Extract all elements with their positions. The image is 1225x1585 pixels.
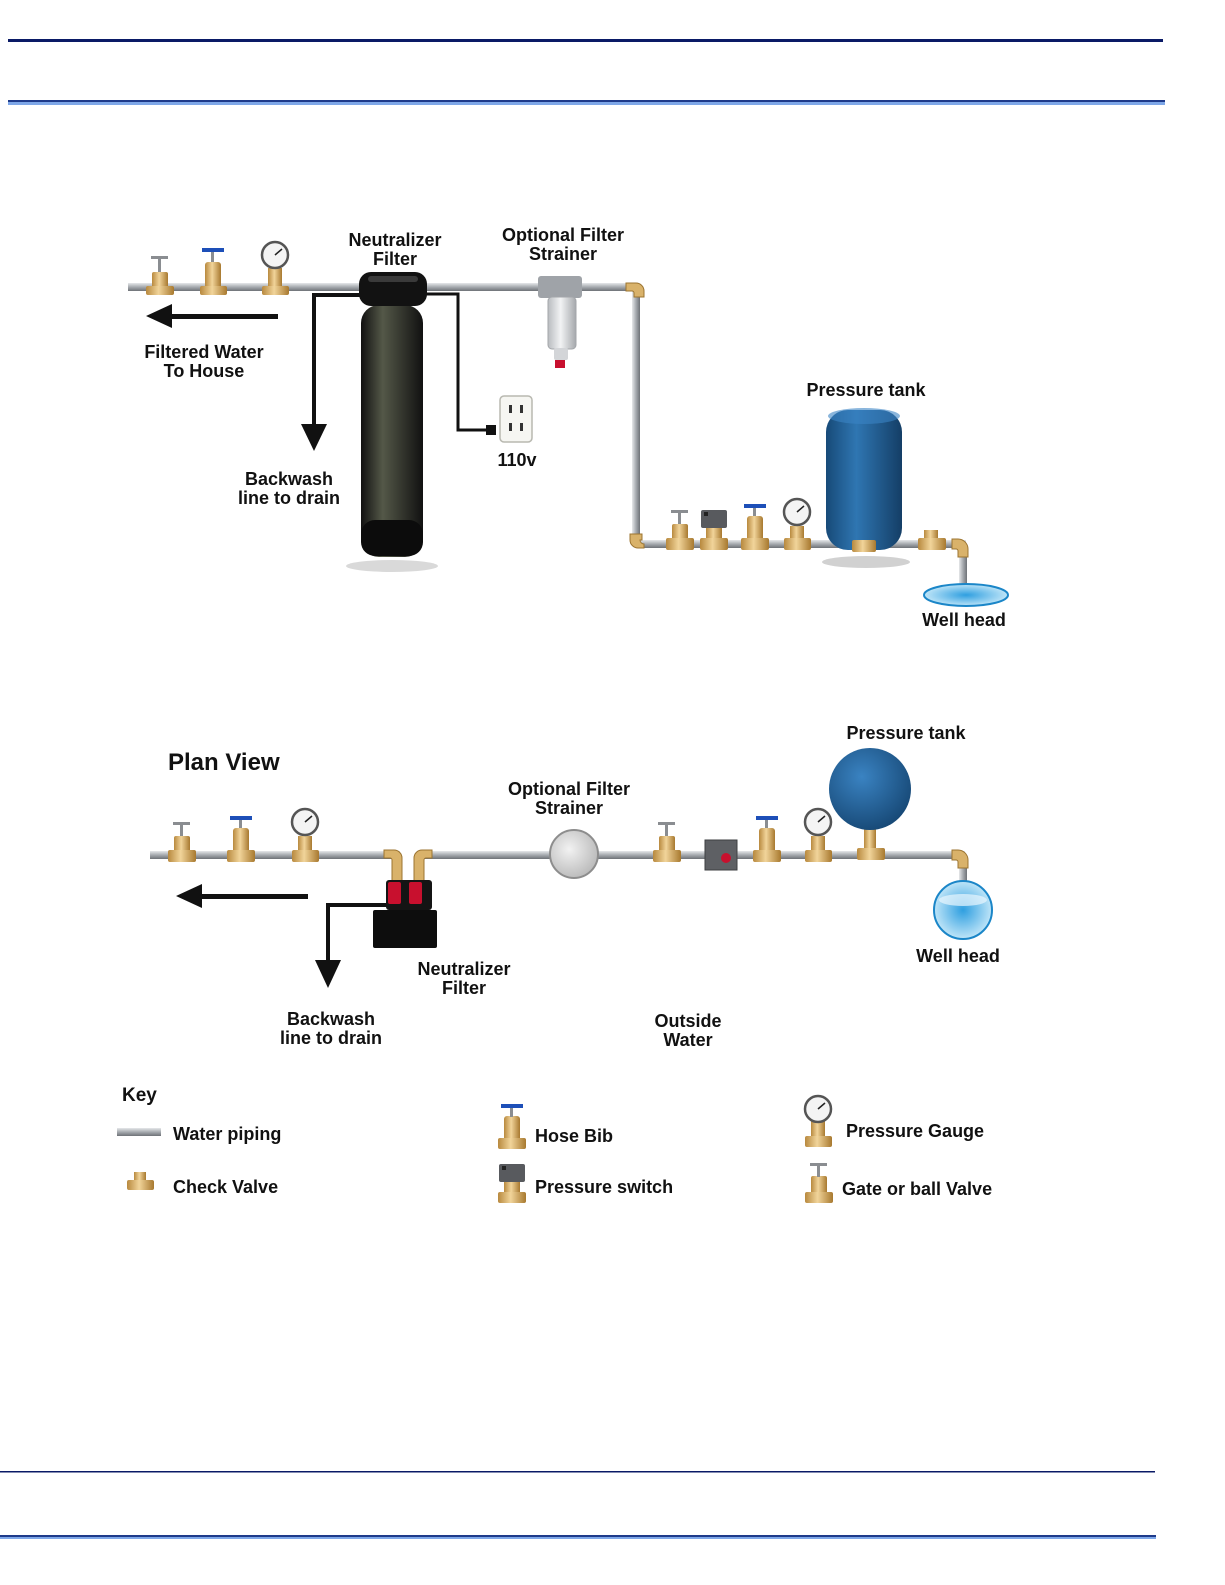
- plan-well-head-label: Well head: [916, 946, 1000, 966]
- pressure-switch-icon: [704, 839, 738, 871]
- pressure-tank-vertical: [822, 408, 910, 568]
- gate-valve-icon: [653, 822, 681, 862]
- plan-view-title: Plan View: [168, 749, 280, 776]
- backwash-drain-line: [301, 293, 362, 451]
- pressure-gauge-icon: [260, 240, 290, 295]
- filter-strainer-top-icon: [549, 829, 599, 879]
- pressure-switch-icon: [700, 510, 728, 550]
- pipe-plan-left: [150, 851, 400, 859]
- legend-water-piping: Water piping: [117, 1124, 281, 1144]
- well-head-label: Well head: [922, 610, 1006, 630]
- legend-check-valve-label: Check Valve: [173, 1177, 278, 1197]
- well-head: [923, 583, 1009, 607]
- outlet-voltage-label: 110v: [497, 450, 536, 470]
- legend-pressure-switch-label: Pressure switch: [535, 1177, 673, 1197]
- neutralizer-filter-tank: [346, 272, 438, 572]
- legend-hose-bib-label: Hose Bib: [535, 1126, 613, 1146]
- elbow-fitting: [625, 282, 645, 298]
- check-valve-icon: [127, 1172, 154, 1190]
- legend-water-piping-label: Water piping: [173, 1124, 281, 1144]
- hose-bib-icon: [753, 816, 781, 862]
- pressure-gauge-icon: [782, 497, 812, 550]
- legend-gate-valve-label: Gate or ball Valve: [842, 1179, 992, 1199]
- filter-strainer-housing: [538, 276, 582, 368]
- pressure-switch-icon: [498, 1164, 526, 1203]
- hose-bib-icon: [200, 248, 227, 295]
- flow-arrow-to-house: [146, 304, 278, 328]
- header-rule-bottom: [8, 100, 1165, 102]
- legend-hose-bib: Hose Bib: [498, 1104, 613, 1149]
- plan-pressure-tank-label: Pressure tank: [846, 723, 966, 743]
- legend-key: Key Water piping Check Valve Hose Bib: [117, 1085, 992, 1203]
- neutralizer-filter-head: [373, 849, 437, 948]
- power-outlet-icon: [499, 395, 533, 443]
- well-head-top-view: [933, 849, 993, 940]
- elbow-fitting: [629, 533, 645, 549]
- pipe-well-drop: [959, 548, 967, 590]
- gate-valve-icon: [666, 510, 694, 550]
- backwash-drain-line-plan: [315, 903, 386, 988]
- footer-rule-top: [0, 1471, 1155, 1473]
- header-rule-shadow: [8, 102, 1165, 105]
- footer-rules: [0, 1471, 1156, 1539]
- elbow-fitting: [951, 538, 969, 558]
- pipe-plan-right: [420, 851, 965, 859]
- gate-valve-icon: [168, 822, 196, 862]
- hose-bib-icon: [498, 1104, 526, 1149]
- pressure-gauge-icon: [803, 807, 833, 862]
- legend-pressure-switch: Pressure switch: [498, 1164, 673, 1203]
- plan-view: Plan View: [150, 723, 1000, 1050]
- gate-valve-icon: [146, 256, 174, 295]
- power-cord: [420, 292, 496, 435]
- pipe-riser: [632, 290, 640, 542]
- gate-valve-icon: [805, 1163, 833, 1203]
- check-valve-icon: [918, 530, 946, 550]
- legend-check-valve: Check Valve: [127, 1172, 278, 1197]
- pressure-gauge-icon: [290, 807, 320, 862]
- footer-rule-bottom: [0, 1535, 1156, 1537]
- legend-gate-valve: Gate or ball Valve: [805, 1163, 992, 1203]
- legend-pressure-gauge: Pressure Gauge: [803, 1094, 984, 1147]
- hose-bib-icon: [227, 816, 255, 862]
- header-rules: [8, 39, 1165, 105]
- pipe-plan-well-drop: [959, 858, 967, 888]
- flow-arrow-plan: [176, 884, 308, 908]
- pressure-gauge-icon: [803, 1094, 833, 1147]
- water-piping-icon: [117, 1128, 161, 1136]
- hose-bib-icon: [741, 504, 769, 550]
- pressure-tank-top-view: [829, 748, 911, 860]
- footer-rule-shadow: [0, 1537, 1156, 1539]
- header-rule-top: [8, 39, 1163, 42]
- legend-pressure-gauge-label: Pressure Gauge: [846, 1121, 984, 1141]
- pressure-tank-label: Pressure tank: [806, 380, 926, 400]
- key-title: Key: [122, 1085, 157, 1106]
